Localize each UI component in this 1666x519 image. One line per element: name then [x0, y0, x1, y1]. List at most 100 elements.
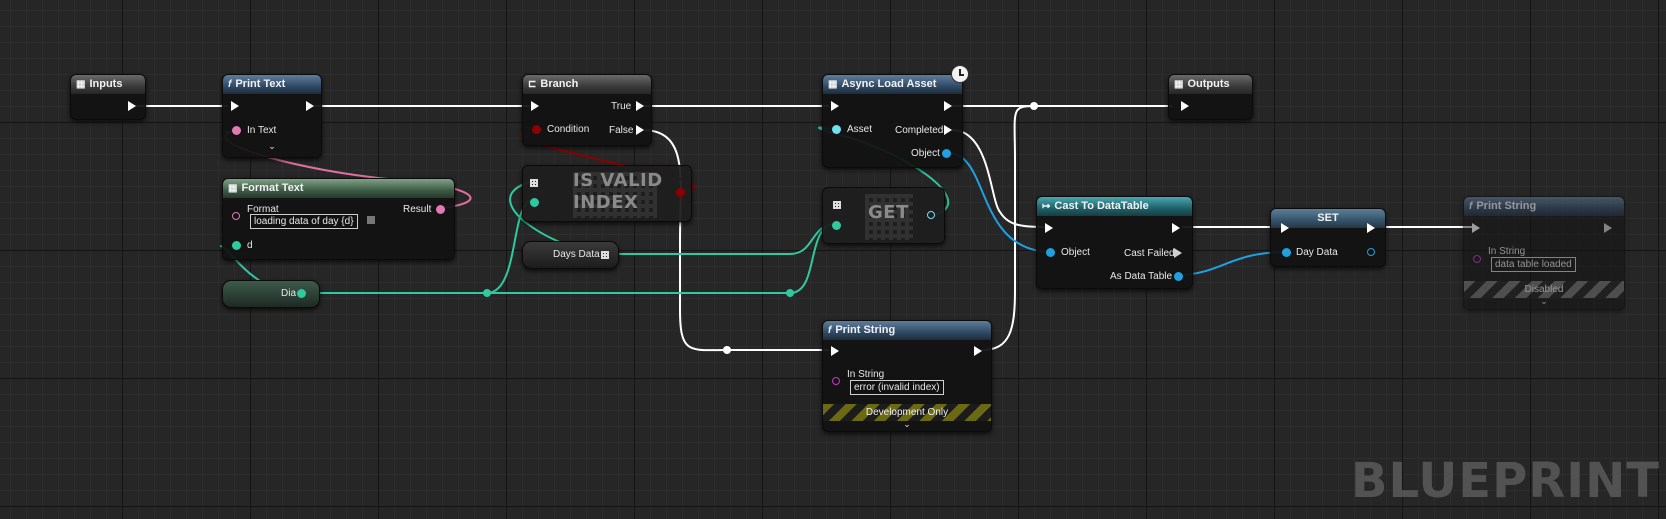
as-data-table-label: As Data Table	[1110, 271, 1173, 282]
exec-out-pin[interactable]	[974, 346, 982, 356]
as-data-table-pin[interactable]	[1174, 272, 1183, 281]
exec-in-pin[interactable]	[831, 346, 839, 356]
branch-icon: ⊏	[528, 79, 537, 90]
cast-failed-label: Cast Failed	[1124, 248, 1175, 259]
array-out-pin[interactable]	[601, 251, 609, 259]
format-text-node[interactable]: ▦Format Text Format loading data of day …	[222, 178, 455, 260]
disabled-banner: Disabled	[1464, 281, 1624, 298]
set-node[interactable]: SET Day Data	[1270, 208, 1386, 267]
node-title: Format Text	[241, 182, 304, 194]
chevron-down-icon[interactable]: ⌄	[1540, 296, 1548, 306]
exec-in-pin[interactable]	[831, 101, 839, 111]
result-pin[interactable]	[436, 205, 445, 214]
completed-exec-pin[interactable]	[944, 125, 952, 135]
async-load-asset-node[interactable]: ▦Async Load Asset Asset Completed Object	[822, 74, 963, 168]
format-pin[interactable]	[232, 212, 240, 220]
exec-in-pin[interactable]	[1045, 223, 1053, 233]
in-string-input[interactable]: error (invalid index)	[850, 380, 944, 395]
in-string-label: In String	[847, 369, 885, 380]
object-in-pin[interactable]	[1046, 248, 1055, 257]
flag-icon[interactable]	[367, 216, 375, 224]
exec-in-pin[interactable]	[531, 101, 539, 111]
node-title: Print String	[835, 324, 896, 336]
reroute-node	[483, 289, 491, 297]
exec-in-pin[interactable]	[1281, 223, 1289, 233]
node-title: Print Text	[235, 78, 286, 90]
d-label: d	[247, 240, 253, 251]
reroute-node	[786, 289, 794, 297]
asset-label: Asset	[847, 124, 873, 135]
is-valid-index-title: IS VALID INDEX	[573, 170, 663, 213]
object-label: Object	[1061, 247, 1090, 258]
branch-node[interactable]: ⊏Branch True Condition False	[522, 74, 652, 146]
array-icon	[530, 179, 538, 187]
chevron-down-icon[interactable]: ⌄	[903, 419, 911, 429]
day-data-out-pin[interactable]	[1367, 248, 1375, 256]
function-icon: f	[1469, 201, 1473, 212]
bool-out-pin[interactable]	[676, 188, 685, 197]
clock-icon	[951, 65, 969, 83]
false-label: False	[609, 125, 634, 136]
in-text-pin[interactable]	[232, 126, 241, 135]
is-valid-index-node[interactable]: IS VALID INDEX	[522, 165, 692, 222]
array-icon	[833, 201, 841, 209]
table-icon: ▦	[828, 79, 838, 90]
cast-icon: ↦	[1042, 201, 1051, 212]
in-text-label: In Text	[247, 125, 277, 136]
true-label: True	[611, 101, 632, 112]
days-data-variable-node[interactable]: Days Data	[522, 241, 619, 269]
format-input[interactable]: loading data of day {d}	[250, 214, 358, 229]
true-exec-pin[interactable]	[636, 101, 644, 111]
get-title: GET	[868, 202, 909, 223]
dia-out-pin[interactable]	[297, 289, 306, 298]
function-icon: f	[828, 325, 832, 336]
outputs-node[interactable]: ▦Outputs	[1168, 74, 1253, 120]
inputs-node[interactable]: ▦Inputs	[70, 74, 146, 120]
exec-out-pin[interactable]	[1367, 223, 1375, 233]
exec-out-pin[interactable]	[1604, 223, 1612, 233]
reroute-node	[723, 346, 731, 354]
dia-variable-node[interactable]: Dia	[222, 280, 320, 308]
result-label: Result	[403, 204, 432, 215]
get-out-pin[interactable]	[927, 211, 935, 219]
cast-failed-exec-pin[interactable]	[1174, 248, 1182, 258]
day-data-in-pin[interactable]	[1282, 248, 1291, 257]
node-title: SET	[1317, 212, 1339, 224]
array-in-pin[interactable]	[832, 221, 841, 230]
in-string-input[interactable]: data table loaded	[1491, 257, 1576, 272]
object-wire-object-cast	[947, 152, 1051, 253]
exec-out-pin[interactable]	[306, 101, 314, 111]
get-node[interactable]: GET	[822, 187, 945, 244]
blueprint-watermark: BLUEPRINT	[1350, 453, 1660, 509]
exec-in-pin[interactable]	[231, 101, 239, 111]
condition-pin[interactable]	[532, 125, 541, 134]
function-icon: f	[228, 79, 232, 90]
array-in-pin[interactable]	[530, 198, 539, 207]
struct-wire-daysdata-get	[610, 223, 837, 255]
table-icon: ▦	[1174, 79, 1184, 90]
exec-out-pin[interactable]	[1172, 223, 1180, 233]
dia-label: Dia	[281, 288, 297, 299]
condition-label: Condition	[547, 124, 590, 135]
table-icon: ▦	[76, 79, 86, 90]
exec-wire-printstring-outputs	[981, 105, 1036, 351]
asset-pin[interactable]	[832, 125, 841, 134]
cast-to-datatable-node[interactable]: ↦Cast To DataTable Object Cast Failed As…	[1036, 196, 1193, 289]
exec-in-pin[interactable]	[1472, 223, 1480, 233]
object-out-pin[interactable]	[942, 149, 951, 158]
table-icon: ▦	[228, 183, 238, 194]
chevron-down-icon[interactable]: ⌄	[268, 141, 276, 151]
d-pin[interactable]	[232, 241, 241, 250]
exec-out-pin[interactable]	[944, 101, 952, 111]
format-label: Format	[247, 204, 279, 215]
exec-out-pin[interactable]	[128, 101, 136, 111]
false-exec-pin[interactable]	[636, 125, 644, 135]
in-string-pin[interactable]	[1473, 255, 1481, 263]
in-string-pin[interactable]	[832, 377, 840, 385]
exec-in-pin[interactable]	[1181, 101, 1189, 111]
days-data-label: Days Data	[553, 249, 600, 260]
